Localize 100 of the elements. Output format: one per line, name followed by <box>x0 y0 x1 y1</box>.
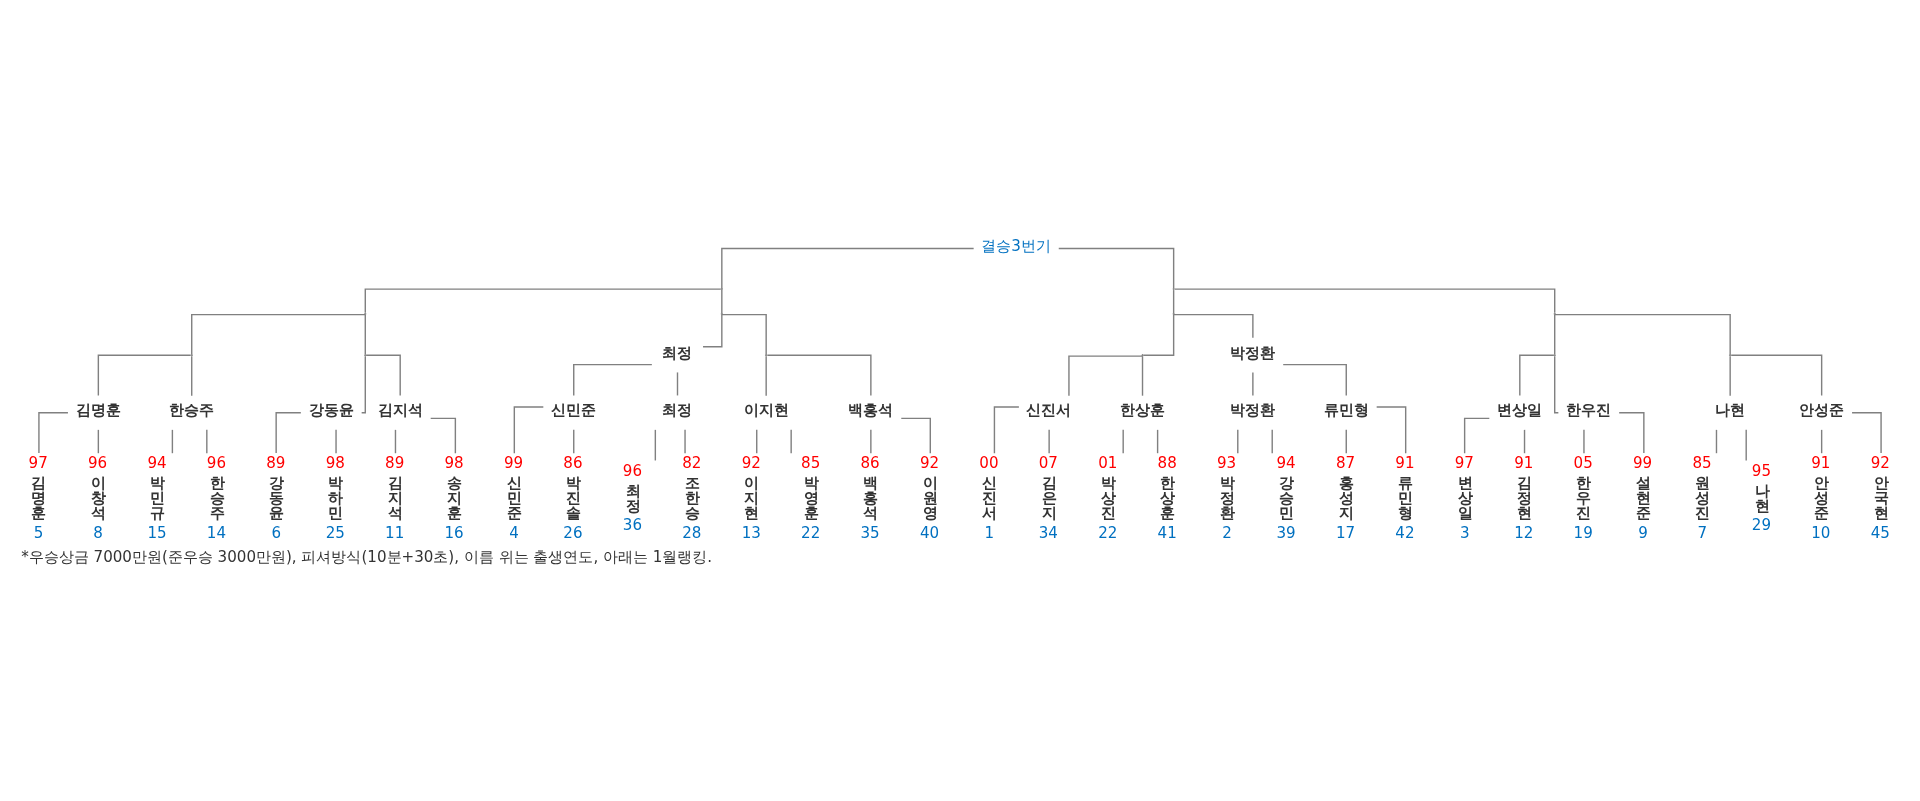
connector <box>721 313 767 356</box>
connector <box>206 429 208 454</box>
node-text: 이지현 <box>743 401 789 420</box>
connector <box>676 371 679 397</box>
connector <box>1174 288 1556 314</box>
caption: *우승상금 7000만원(준우승 3000만원), 피셔방식(10분+30초), 이름 위는 출생연도, 아래는 1월랭킹. <box>21 547 713 566</box>
connector <box>684 429 686 454</box>
node-point <box>765 354 768 357</box>
connector <box>1237 429 1239 454</box>
connector <box>97 354 192 397</box>
node-text: 96 최정 36 <box>622 461 642 535</box>
connector <box>993 406 1020 454</box>
connector <box>765 355 767 397</box>
node-point <box>1553 312 1556 316</box>
node-text: 94 박민규 15 <box>147 454 167 542</box>
connector <box>1729 355 1731 397</box>
node-text: 85 박영훈 22 <box>801 454 821 542</box>
connector <box>1142 313 1175 356</box>
node-text: 결승3번기 <box>981 237 1051 256</box>
connector <box>870 429 872 454</box>
connector <box>573 429 575 454</box>
node-text: 백홍석 <box>848 401 894 420</box>
node-text: 한상훈 <box>1119 401 1165 420</box>
connector <box>1345 429 1347 454</box>
connector <box>191 313 366 356</box>
node-text: 96 이창석 8 <box>87 454 108 542</box>
node-point <box>720 287 723 291</box>
node-text: 최정 <box>662 343 693 362</box>
connector <box>1122 429 1124 454</box>
node-text: 강동윤 <box>308 401 354 420</box>
connector <box>97 429 100 454</box>
connector <box>1156 429 1159 454</box>
node-text: 안성준 <box>1799 401 1845 420</box>
node-text: 86 박진솔 26 <box>563 454 583 542</box>
node-text: 92 이지현 13 <box>741 454 761 542</box>
connector <box>335 429 337 454</box>
connector <box>1583 429 1585 454</box>
node-text: 93 박정환 2 <box>1217 454 1237 542</box>
connector <box>721 247 975 289</box>
connector <box>721 289 723 314</box>
node-text: 김지석 <box>377 401 423 420</box>
node-point <box>1141 354 1144 357</box>
connector <box>1523 429 1526 454</box>
node-text: 91 안성준 10 <box>1811 454 1831 542</box>
node-text: 95 나현 29 <box>1751 461 1772 535</box>
connector <box>1252 371 1254 397</box>
node-text: 07 김은지 34 <box>1038 454 1058 542</box>
connector <box>790 429 792 454</box>
connector <box>364 288 722 314</box>
node-text: 류민형 <box>1323 401 1369 420</box>
connector <box>275 412 302 454</box>
connector <box>1745 429 1747 462</box>
node-text: 98 송지훈 16 <box>444 454 464 542</box>
connector <box>364 313 366 355</box>
node-point <box>1172 287 1175 291</box>
node-text: 박정환 <box>1230 343 1276 362</box>
node-text: 92 안국현 45 <box>1870 454 1890 542</box>
node-text: 82 조한승 28 <box>682 454 702 542</box>
node-point <box>1729 354 1732 357</box>
node-text: 신진서 <box>1026 401 1072 420</box>
connector <box>1058 247 1175 289</box>
connector <box>1519 354 1555 397</box>
connector <box>1068 355 1144 397</box>
node-text: 98 박하민 25 <box>325 454 345 542</box>
connector <box>1730 354 1823 397</box>
node-text: 87 홍성지 17 <box>1335 454 1356 542</box>
connector <box>573 363 653 397</box>
node-text: 85 원성진 7 <box>1692 454 1712 542</box>
node-point <box>364 354 367 357</box>
node-text: 00 신진서 1 <box>979 454 999 542</box>
node-text: 97 김명훈 5 <box>28 454 48 542</box>
node-point <box>720 312 723 316</box>
connector <box>365 354 401 397</box>
node-text: 89 김지석 11 <box>385 454 405 542</box>
connector <box>1715 429 1718 454</box>
node-text: 96 한승주 14 <box>206 454 227 542</box>
connector <box>766 354 872 397</box>
connector <box>1820 429 1823 454</box>
node-text: 92 이원영 40 <box>919 454 940 542</box>
node-text: 박정환 <box>1230 401 1276 420</box>
node-text: 한승주 <box>169 401 215 420</box>
connector <box>1851 412 1882 454</box>
connector <box>191 355 193 397</box>
node-point <box>190 354 193 357</box>
node-text: 신민준 <box>551 401 597 420</box>
node-text: 김명훈 <box>75 401 121 420</box>
node-point <box>1172 312 1175 316</box>
node-text: 91 류민형 42 <box>1395 454 1415 542</box>
node-text: 한우진 <box>1566 401 1612 420</box>
connector <box>394 429 397 454</box>
node-text: 최정 <box>662 401 693 420</box>
connector <box>429 417 457 454</box>
node-text: 99 신민준 4 <box>503 454 524 542</box>
connector <box>1173 313 1254 339</box>
connector <box>1282 363 1347 397</box>
connector <box>1048 429 1050 454</box>
node-text: 86 백홍석 35 <box>860 454 880 542</box>
node-text: 변상일 <box>1497 401 1543 420</box>
node-text: 94 강승민 39 <box>1276 454 1296 542</box>
connector <box>756 429 758 454</box>
